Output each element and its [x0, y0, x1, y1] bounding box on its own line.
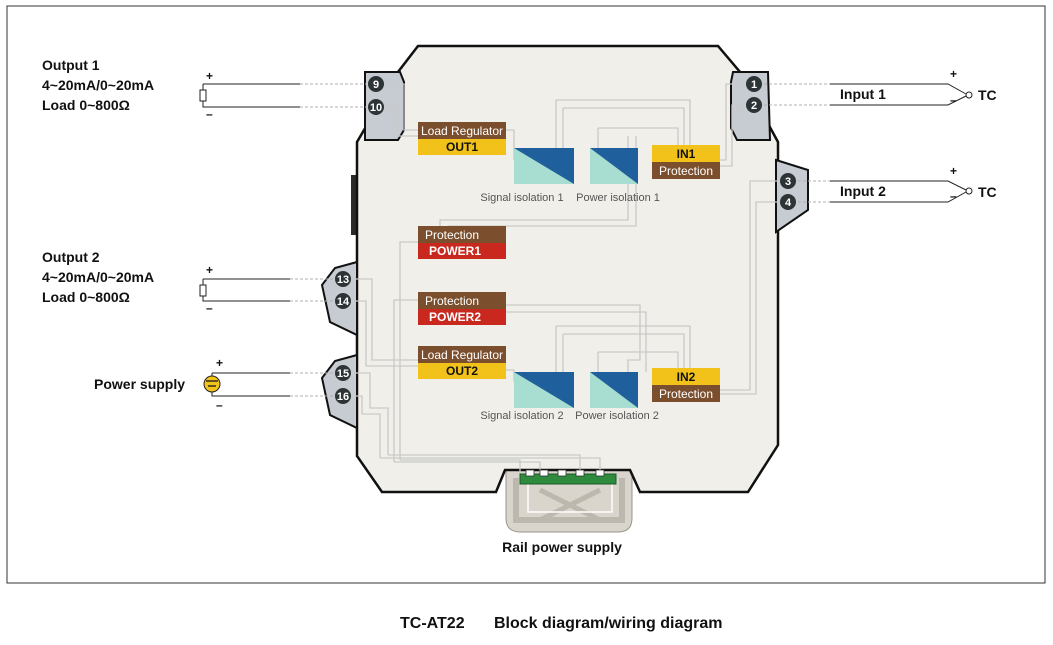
power-supply-wiring: Power supply + – — [94, 356, 333, 412]
input-1-title: Input 1 — [840, 86, 886, 102]
signal-isolation-2-caption: Signal isolation 2 — [480, 410, 563, 422]
terminal-2-label: 2 — [751, 100, 757, 112]
power-isolator-1: Power isolation 1 — [576, 148, 660, 204]
in1-protection-label: Protection — [659, 164, 713, 178]
terminal-4-label: 4 — [785, 197, 792, 209]
load-regulator-2-label: Load Regulator — [421, 348, 503, 362]
output-2-minus: – — [206, 301, 213, 315]
in2-label: IN2 — [677, 370, 696, 384]
output-1-wiring: Output 1 4~20mA/0~20mA Load 0~800Ω + – — [42, 57, 366, 121]
input-1-wiring: Input 1 + – TC — [764, 67, 997, 107]
terminal-screws: 9 10 1 2 3 4 13 14 15 16 — [335, 76, 796, 404]
output-1-title: Output 1 — [42, 57, 100, 73]
output-2-plus: + — [206, 263, 213, 277]
in1-label: IN1 — [677, 147, 696, 161]
load-regulator-1-label: Load Regulator — [421, 124, 503, 138]
caption-model: TC-AT22 — [400, 615, 465, 632]
input-2-plus: + — [950, 164, 957, 178]
output-2-load-resistor — [199, 284, 207, 297]
housing-latch-left — [351, 175, 359, 235]
terminal-14 — [335, 293, 351, 309]
terminal-15-label: 15 — [337, 368, 349, 380]
terminal-10 — [368, 99, 384, 115]
load-regulator-2: Load Regulator OUT2 — [418, 346, 506, 379]
power-supply-plus: + — [216, 356, 223, 370]
terminal-1-label: 1 — [751, 79, 757, 91]
rail-power-supply-label: Rail power supply — [502, 539, 622, 555]
out1-label: OUT1 — [446, 140, 478, 154]
load-regulator-1: Load Regulator OUT1 — [418, 122, 506, 155]
terminal-9-label: 9 — [373, 79, 379, 91]
power1-block: Protection POWER1 — [418, 226, 506, 259]
input-2-title: Input 2 — [840, 183, 886, 199]
in2-protection-label: Protection — [659, 387, 713, 401]
terminal-1 — [746, 76, 762, 92]
power2-block: Protection POWER2 — [418, 292, 506, 325]
input-protection-1: IN1 Protection — [652, 145, 720, 179]
terminal-15 — [335, 365, 351, 381]
output-1-plus: + — [206, 69, 213, 83]
input-1-sensor: TC — [978, 87, 997, 103]
terminal-13 — [335, 271, 351, 287]
output-1-minus: – — [206, 107, 213, 121]
dc-source-icon — [203, 375, 221, 393]
terminal-4 — [780, 194, 796, 210]
power-isolation-2-caption: Power isolation 2 — [575, 410, 659, 422]
input-protection-2: IN2 Protection — [652, 368, 720, 402]
output-1-load: Load 0~800Ω — [42, 97, 130, 113]
rail-connector — [519, 469, 617, 485]
terminal-13-label: 13 — [337, 274, 349, 286]
diagram-frame — [6, 5, 1046, 584]
thermocouple-2-icon — [965, 187, 973, 195]
output-1-range: 4~20mA/0~20mA — [42, 77, 154, 93]
terminal-3-label: 3 — [785, 176, 791, 188]
signal-isolator-2: Signal isolation 2 — [480, 372, 574, 422]
signal-isolation-1-caption: Signal isolation 1 — [480, 192, 563, 204]
input-2-sensor: TC — [978, 184, 997, 200]
terminal-3 — [780, 173, 796, 189]
input-2-wiring: Input 2 + – TC — [798, 164, 997, 203]
power1-protection-label: Protection — [425, 228, 479, 242]
output-2-title: Output 2 — [42, 249, 100, 265]
input-1-minus: – — [950, 93, 957, 107]
signal-isolator-1: Signal isolation 1 — [480, 148, 574, 204]
input-1-plus: + — [950, 67, 957, 81]
power-isolation-1-caption: Power isolation 1 — [576, 192, 660, 204]
terminal-9 — [368, 76, 384, 92]
power-isolator-2: Power isolation 2 — [575, 372, 659, 422]
terminal-10-label: 10 — [370, 102, 382, 114]
output-2-range: 4~20mA/0~20mA — [42, 269, 154, 285]
input-2-minus: – — [950, 189, 957, 203]
terminal-16 — [335, 388, 351, 404]
caption-title: Block diagram/wiring diagram — [494, 615, 723, 632]
output-1-load-resistor — [199, 89, 207, 102]
out2-label: OUT2 — [446, 364, 478, 378]
power2-protection-label: Protection — [425, 294, 479, 308]
output-2-wiring: Output 2 4~20mA/0~20mA Load 0~800Ω + – — [42, 249, 333, 315]
terminal-14-label: 14 — [337, 296, 350, 308]
output-2-load: Load 0~800Ω — [42, 289, 130, 305]
terminal-16-label: 16 — [337, 391, 349, 403]
terminal-2 — [746, 97, 762, 113]
thermocouple-1-icon — [965, 91, 973, 99]
module-housing — [355, 44, 780, 494]
power1-label: POWER1 — [429, 244, 481, 258]
power-supply-minus: – — [216, 398, 223, 412]
power-supply-label: Power supply — [94, 376, 185, 392]
power2-label: POWER2 — [429, 310, 481, 324]
